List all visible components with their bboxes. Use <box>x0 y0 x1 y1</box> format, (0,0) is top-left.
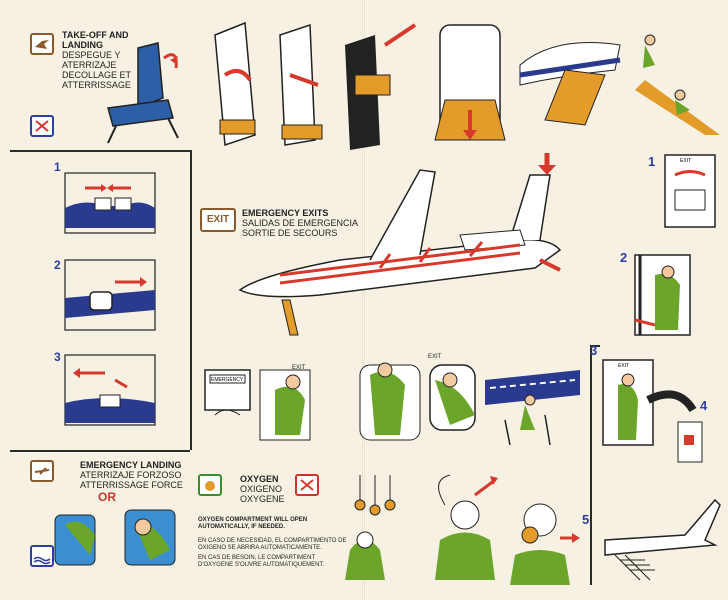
emergency-landing-heading: EMERGENCY LANDING ATERRIZAJE FORZOSO ATT… <box>80 460 190 490</box>
exit-badge-icon: EXIT <box>200 208 236 232</box>
belt-step-3: 3 <box>54 350 61 364</box>
belt-adjust-illustration <box>64 259 156 331</box>
slide-evacuation-illustration <box>519 42 621 126</box>
belt-release-illustration <box>64 354 156 426</box>
door-step-1: 1 <box>648 154 656 169</box>
emergency-handle-illustration: EMERGENCY <box>204 369 311 441</box>
down-arrow-icon <box>538 153 556 175</box>
mask-pull-illustration <box>435 474 498 580</box>
belt-step-1: 1 <box>54 160 61 174</box>
emergency-landing-badge-icon <box>30 460 54 482</box>
door-step-3: 3 <box>590 343 598 358</box>
mask-drop-illustration <box>345 475 396 580</box>
divider-1 <box>10 150 190 152</box>
no-smoking-cross-icon <box>35 120 49 132</box>
oxygen-note: OXYGEN COMPARTMENT WILL OPEN AUTOMATICAL… <box>198 517 358 531</box>
oxygen-note-fr: EN CAS DE BESOIN, LE COMPARTIMENT D'OXYG… <box>198 555 325 568</box>
takeoff-es: DESPEGUE Y ATERRIZAJE <box>62 50 121 70</box>
brace-position-illustration <box>54 509 176 566</box>
divider-v-left <box>190 150 192 450</box>
takeoff-badge-icon <box>30 33 54 55</box>
door-exit-sign: EXIT <box>680 158 691 164</box>
door-open-illustration <box>634 254 691 336</box>
emergency-exits-es: SALIDAS DE EMERGENCIA <box>242 218 359 228</box>
oxygen-note-es: EN CASO DE NECESIDAD, EL COMPARTIMENTO D… <box>198 538 347 551</box>
emergency-exits-title: EMERGENCY EXITS <box>242 208 329 218</box>
aircraft-exit-diagram <box>238 169 562 336</box>
door-push-illustration: EXIT <box>602 359 697 446</box>
door-slide-handle-illustration <box>677 421 703 463</box>
takeoff-plane-icon <box>35 40 49 49</box>
slide-deployment-illustration <box>434 24 506 141</box>
page-fold <box>362 0 365 600</box>
window-remove-illustration <box>359 362 421 441</box>
slide-down-illustration <box>635 34 720 135</box>
takeoff-fr: DECOLLAGE ET ATTERRISSAGE <box>62 70 131 90</box>
no-smoking-icon <box>30 115 54 137</box>
window-exit-label-1: EXIT <box>292 365 306 371</box>
mask-wear-illustration <box>510 503 570 585</box>
oxygen-heading: OXYGEN OXIGENO OXYGENE <box>240 474 300 504</box>
takeoff-heading: TAKE-OFF AND LANDING DESPEGUE Y ATERRIZA… <box>62 30 152 90</box>
emergency-exits-fr: SORTIE DE SECOURS <box>242 228 338 238</box>
emergency-exits-heading: EMERGENCY EXITS SALIDAS DE EMERGENCIA SO… <box>242 208 372 238</box>
belt-step-2: 2 <box>54 258 61 272</box>
emergency-landing-title: EMERGENCY LANDING <box>80 460 182 470</box>
oxygen-mask-icon <box>205 481 215 491</box>
emergency-text: EMERGENCY <box>211 377 244 383</box>
door-step-4: 4 <box>700 398 708 413</box>
takeoff-title: TAKE-OFF AND LANDING <box>62 30 129 50</box>
oxygen-arrow-icon <box>560 533 580 543</box>
door-step-2: 2 <box>620 250 628 265</box>
door-step-5: 5 <box>582 512 590 527</box>
no-smoking-oxygen-icon <box>295 474 319 496</box>
divider-2 <box>10 450 190 452</box>
no-smoking-cross-icon-2 <box>300 479 314 491</box>
door-exit-sign-2: EXIT <box>618 363 629 369</box>
oxygen-fr: OXYGENE <box>240 494 285 504</box>
divider-right-tick <box>590 345 600 347</box>
door-opening-illustration <box>214 21 417 150</box>
door-handle-illustration: EXIT <box>664 154 716 228</box>
water-landing-icon <box>30 545 54 567</box>
wing-exit-illustration <box>485 370 580 446</box>
emergency-landing-fr: ATTERRISSAGE FORCE <box>80 480 183 490</box>
oxygen-es: OXIGENO <box>240 484 283 494</box>
water-waves-icon <box>33 556 51 565</box>
divider-v-right <box>590 345 592 585</box>
window-climb-illustration <box>429 364 476 431</box>
emergency-landing-es: ATERRIZAJE FORZOSO <box>80 470 182 480</box>
tail-stair-illustration <box>604 498 721 581</box>
seat-upright-illustration <box>107 42 179 144</box>
landing-plane-icon <box>34 467 50 475</box>
oxygen-badge-icon <box>198 474 222 496</box>
oxygen-title: OXYGEN <box>240 474 279 484</box>
or-label: OR <box>98 490 116 504</box>
belt-fasten-illustration <box>64 172 156 234</box>
oxygen-note-en: OXYGEN COMPARTMENT WILL OPEN AUTOMATICAL… <box>198 517 308 530</box>
window-exit-label-2: EXIT <box>428 354 442 360</box>
